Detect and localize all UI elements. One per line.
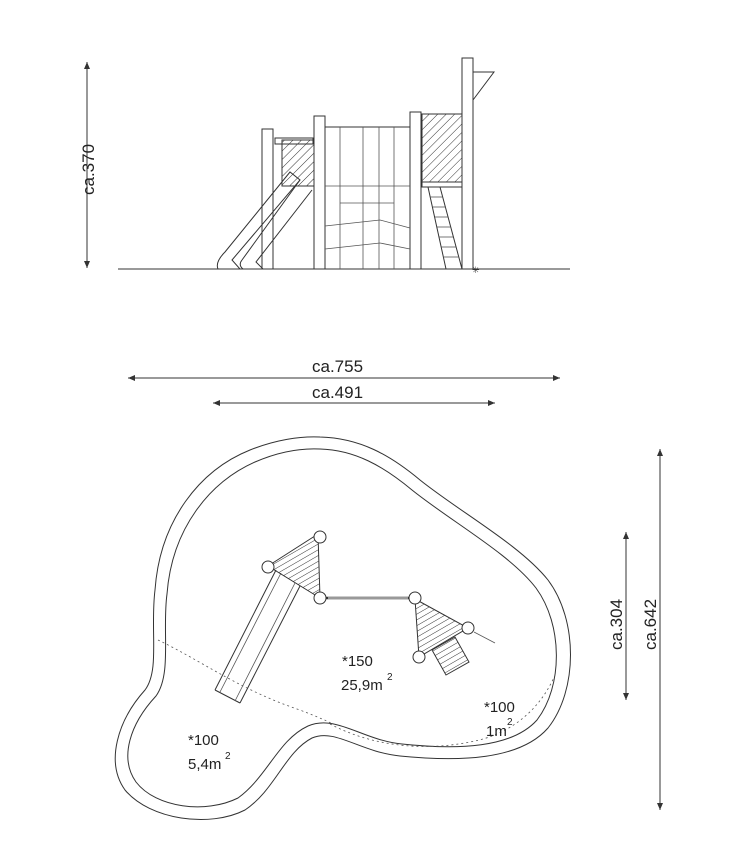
post — [461, 57, 474, 270]
tower-left — [267, 533, 321, 599]
equipment-depth-label: ca.304 — [607, 599, 626, 650]
fall-height-label: *100 — [188, 732, 219, 749]
unit-exponent: 2 — [387, 672, 393, 683]
ladder-plan — [431, 636, 470, 676]
height-dimension-label: ca.370 — [79, 144, 98, 195]
post — [313, 115, 326, 270]
equipment-width-label: ca.491 — [312, 383, 363, 402]
tower-right — [414, 598, 470, 658]
right-railing — [421, 113, 463, 183]
slide — [216, 171, 301, 270]
total-depth-label: ca.642 — [641, 599, 660, 650]
left-railing — [281, 139, 315, 187]
slide-plan — [214, 569, 301, 704]
flag-panel — [472, 71, 495, 101]
fall-height-label: *100 — [484, 699, 515, 716]
total-width-label: ca.755 — [312, 357, 363, 376]
area-label: 1m — [486, 723, 507, 740]
zone-label-right: *100 1m 2 — [484, 699, 515, 740]
fall-height-label: *150 — [342, 653, 373, 670]
area-label: 25,9m — [341, 677, 383, 694]
unit-exponent: 2 — [225, 751, 231, 762]
safety-area-inner — [127, 448, 557, 808]
climbing-net — [324, 126, 411, 269]
ladder — [427, 186, 463, 270]
plan-view — [114, 436, 571, 820]
post — [261, 128, 274, 270]
post — [409, 111, 422, 270]
safety-area-outer — [114, 436, 571, 820]
elevation-view: ca.370 — [79, 57, 570, 276]
zone-label-main: *150 25,9m 2 — [341, 653, 393, 694]
svg-text:✳: ✳ — [472, 266, 480, 276]
zone-label-left: *100 5,4m 2 — [188, 732, 231, 773]
zone-boundary — [157, 639, 333, 725]
unit-exponent: 2 — [507, 717, 513, 728]
area-label: 5,4m — [188, 756, 221, 773]
